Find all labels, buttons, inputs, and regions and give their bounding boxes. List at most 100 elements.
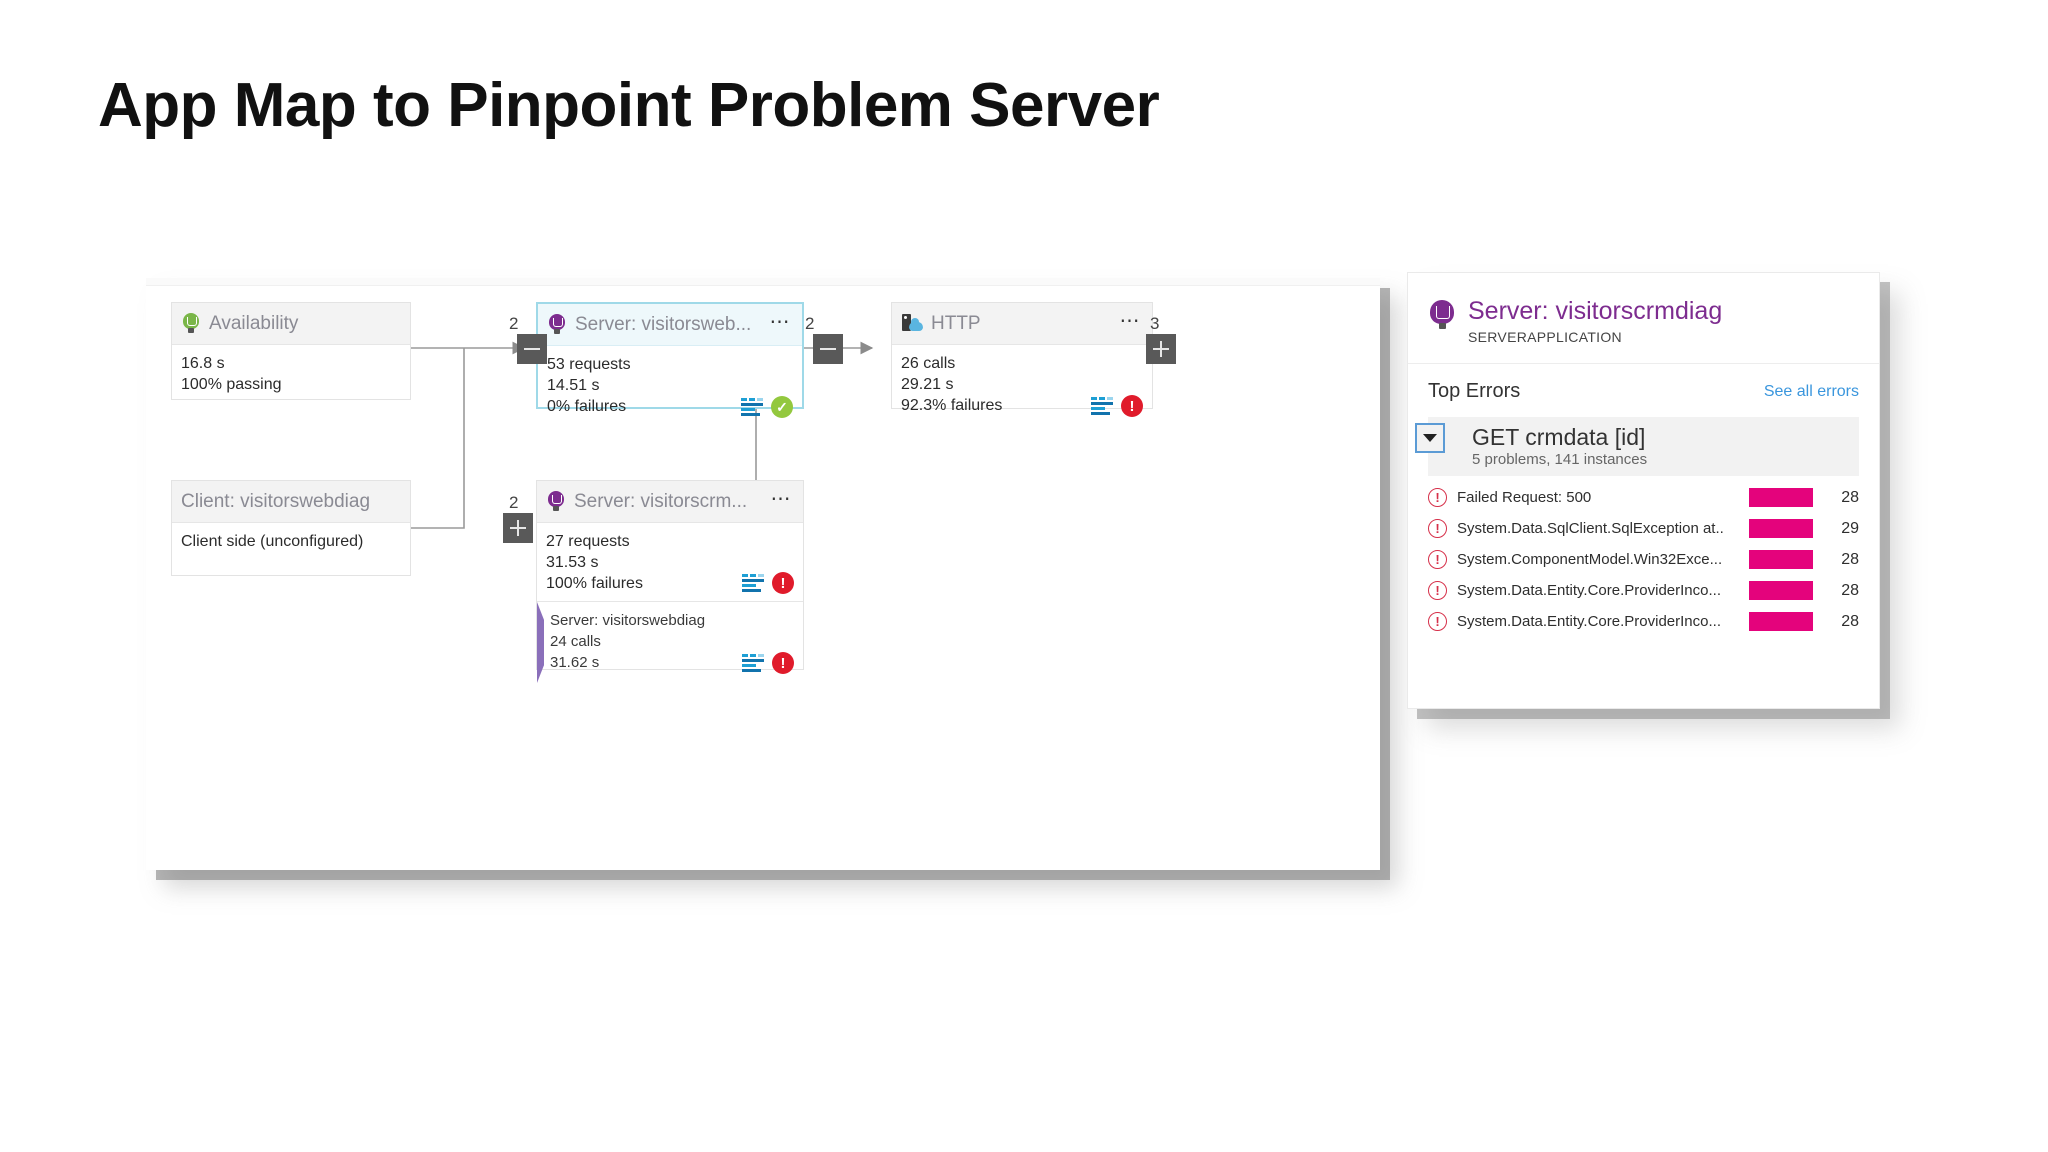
node-title: Server: visitorscrm... bbox=[574, 490, 748, 512]
node-metric: 27 requests bbox=[546, 533, 630, 550]
node-header: Client: visitorswebdiag bbox=[172, 481, 410, 523]
node-metric: 0% failures bbox=[547, 398, 627, 415]
error-row[interactable]: System.Data.Entity.Core.ProviderInco... … bbox=[1428, 575, 1859, 606]
error-icon bbox=[1428, 581, 1447, 600]
status-error-icon bbox=[772, 652, 794, 674]
subnode-status-row bbox=[742, 652, 794, 674]
error-group-meta: 5 problems, 141 instances bbox=[1472, 451, 1648, 468]
see-all-errors-link[interactable]: See all errors bbox=[1763, 382, 1859, 400]
edge-count-into-visitorsweb: 2 bbox=[509, 314, 519, 333]
chart-icon[interactable] bbox=[1091, 397, 1115, 415]
chart-icon[interactable] bbox=[741, 398, 765, 416]
node-metric: 100% failures bbox=[546, 575, 643, 592]
error-bar bbox=[1749, 612, 1813, 631]
bulb-purple-icon bbox=[547, 313, 567, 336]
panel-subtitle: SERVERAPPLICATION bbox=[1468, 329, 1622, 345]
node-context-menu-icon[interactable]: ⋯ bbox=[770, 487, 793, 510]
node-body: 53 requests 14.51 s 0% failures bbox=[538, 346, 802, 425]
chart-icon[interactable] bbox=[742, 654, 766, 672]
map-node-server-visitorscrm[interactable]: Server: visitorscrm... ⋯ 27 requests 31.… bbox=[536, 480, 804, 683]
top-errors-section-header: Top Errors See all errors bbox=[1408, 364, 1879, 417]
expand-toggle-visitorscrm[interactable] bbox=[503, 513, 533, 543]
node-context-menu-icon[interactable]: ⋯ bbox=[769, 310, 792, 333]
subnode-metric: 31.62 s bbox=[550, 654, 600, 671]
node-body: 27 requests 31.53 s 100% failures bbox=[537, 523, 803, 601]
error-bar bbox=[1749, 488, 1813, 507]
node-body: 26 calls 29.21 s 92.3% failures bbox=[892, 345, 1152, 424]
node-metric: 29.21 s bbox=[901, 376, 954, 393]
error-icon bbox=[1428, 612, 1447, 631]
collapse-toggle-out-visitorsweb[interactable] bbox=[813, 334, 843, 364]
node-metric: 100% passing bbox=[181, 376, 282, 393]
page-title: App Map to Pinpoint Problem Server bbox=[98, 71, 1160, 140]
app-map-screenshot: Availability 16.8 s 100% passing Client:… bbox=[146, 278, 1380, 870]
bulb-green-icon bbox=[181, 312, 201, 335]
app-map-toolbar-strip bbox=[146, 278, 1380, 286]
panel-title: Server: visitorscrmdiag bbox=[1468, 297, 1723, 325]
map-node-server-visitorsweb[interactable]: Server: visitorsweb... ⋯ 53 requests 14.… bbox=[536, 302, 804, 418]
map-node-client[interactable]: Client: visitorswebdiag Client side (unc… bbox=[171, 480, 411, 576]
map-subnode-visitorswebdiag[interactable]: Server: visitorswebdiag 24 calls 31.62 s bbox=[537, 601, 803, 683]
map-node-http[interactable]: HTTP ⋯ 26 calls 29.21 s 92.3% failures bbox=[891, 302, 1153, 417]
error-name: System.ComponentModel.Win32Exce... bbox=[1457, 551, 1723, 568]
subnode-metric: 24 calls bbox=[550, 633, 601, 650]
error-count: 28 bbox=[1841, 550, 1859, 568]
error-name: System.Data.Entity.Core.ProviderInco... bbox=[1457, 582, 1721, 599]
error-count: 29 bbox=[1841, 519, 1859, 537]
node-context-menu-icon[interactable]: ⋯ bbox=[1119, 309, 1142, 332]
subnode-title: Server: visitorswebdiag bbox=[550, 612, 706, 629]
node-title: Availability bbox=[209, 312, 299, 334]
node-metric: Client side (unconfigured) bbox=[181, 533, 364, 550]
node-status-row bbox=[741, 396, 793, 418]
error-name: System.Data.SqlClient.SqlException at.. bbox=[1457, 520, 1724, 537]
http-icon bbox=[901, 313, 923, 335]
edge-count-http: 3 bbox=[1150, 314, 1160, 333]
chevron-down-icon[interactable] bbox=[1415, 423, 1445, 453]
node-metric: 26 calls bbox=[901, 355, 956, 372]
top-errors-title: Top Errors bbox=[1428, 380, 1521, 402]
error-bar bbox=[1749, 519, 1813, 538]
node-title: HTTP bbox=[931, 312, 981, 334]
panel-header: Server: visitorscrmdiag SERVERAPPLICATIO… bbox=[1408, 273, 1879, 364]
bulb-purple-icon bbox=[1428, 300, 1456, 330]
error-icon bbox=[1428, 519, 1447, 538]
error-row[interactable]: System.ComponentModel.Win32Exce... 28 bbox=[1428, 544, 1859, 575]
node-metric: 31.53 s bbox=[546, 554, 599, 571]
node-header: Server: visitorsweb... ⋯ bbox=[538, 304, 802, 346]
error-row[interactable]: System.Data.SqlClient.SqlException at.. … bbox=[1428, 513, 1859, 544]
node-header: Server: visitorscrm... ⋯ bbox=[537, 481, 803, 523]
error-icon bbox=[1428, 488, 1447, 507]
edge-count-visitorscrm: 2 bbox=[509, 493, 519, 512]
node-metric: 92.3% failures bbox=[901, 397, 1003, 414]
node-status-row bbox=[1091, 395, 1143, 417]
subnode-accent-bar bbox=[537, 602, 544, 683]
node-metric: 16.8 s bbox=[181, 355, 225, 372]
node-details-panel: Server: visitorscrmdiag SERVERAPPLICATIO… bbox=[1407, 272, 1880, 709]
node-header: HTTP ⋯ bbox=[892, 303, 1152, 345]
node-metric: 53 requests bbox=[547, 356, 631, 373]
node-status-row bbox=[742, 572, 794, 594]
collapse-toggle-into-visitorsweb[interactable] bbox=[517, 334, 547, 364]
status-error-icon bbox=[772, 572, 794, 594]
node-metric: 14.51 s bbox=[547, 377, 600, 394]
error-group-row[interactable]: GET crmdata [id] 5 problems, 141 instanc… bbox=[1415, 417, 1859, 476]
node-header: Availability bbox=[172, 303, 410, 345]
error-bar bbox=[1749, 550, 1813, 569]
error-count: 28 bbox=[1841, 612, 1859, 630]
bulb-purple-icon bbox=[546, 490, 566, 513]
app-map-canvas[interactable]: Availability 16.8 s 100% passing Client:… bbox=[146, 278, 1380, 870]
chart-icon[interactable] bbox=[742, 574, 766, 592]
error-count: 28 bbox=[1841, 488, 1859, 506]
error-row[interactable]: Failed Request: 500 28 bbox=[1428, 482, 1859, 513]
edge-count-out-visitorsweb: 2 bbox=[805, 314, 815, 333]
map-node-availability[interactable]: Availability 16.8 s 100% passing bbox=[171, 302, 411, 400]
error-row[interactable]: System.Data.Entity.Core.ProviderInco... … bbox=[1428, 606, 1859, 637]
node-body: Client side (unconfigured) bbox=[172, 523, 410, 560]
status-error-icon bbox=[1121, 395, 1143, 417]
status-ok-icon bbox=[771, 396, 793, 418]
error-count: 28 bbox=[1841, 581, 1859, 599]
error-bar bbox=[1749, 581, 1813, 600]
node-title: Client: visitorswebdiag bbox=[181, 490, 371, 512]
error-icon bbox=[1428, 550, 1447, 569]
expand-toggle-http[interactable] bbox=[1146, 334, 1176, 364]
